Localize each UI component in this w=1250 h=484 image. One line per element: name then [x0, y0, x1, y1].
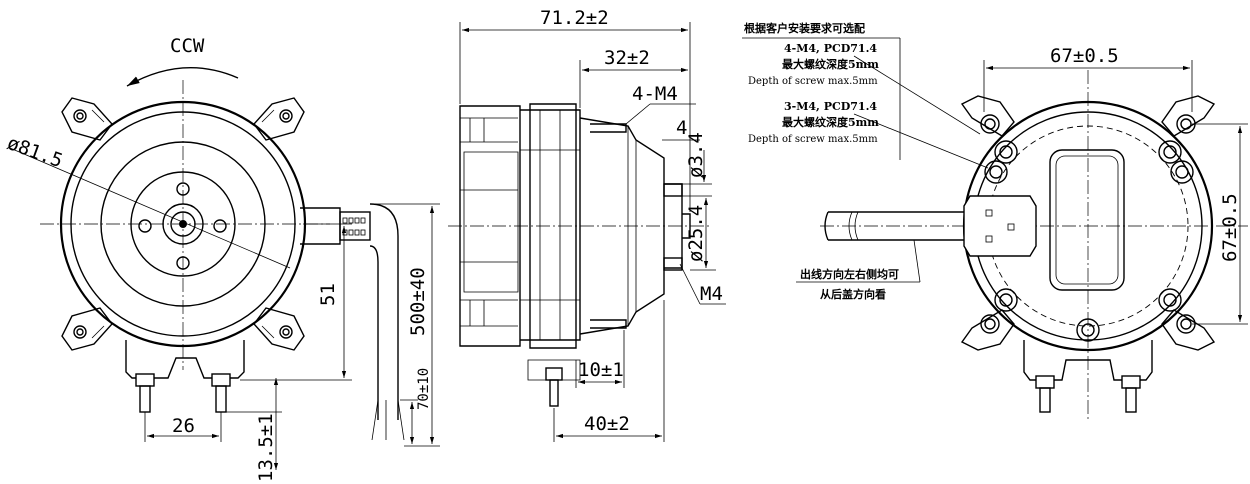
spec-b-cn: 最大螺纹深度5mm: [782, 115, 879, 129]
rear-terminals: [1023, 340, 1153, 413]
spec-a-en: Depth of screw max.5mm: [748, 76, 878, 87]
front-mounting-ears: [61, 97, 305, 351]
terminal-spacing-label: 26: [172, 415, 195, 437]
side-view: 71.2±2 32±2 4-M4 4 ø3.4 ø25.4 M4 10±1: [448, 7, 726, 442]
front-height-label: 51: [317, 283, 339, 306]
rear-view: 出线方向左右侧均可 从后盖方向看 67±0.5 67±0.5: [796, 45, 1248, 420]
label-plate: [1049, 149, 1125, 291]
mounting-notes: 根据客户安装要求可选配 4-M4, PCD71.4 最大螺纹深度5mm Dept…: [742, 21, 989, 169]
terminal-length-label: 13.5±1: [255, 413, 277, 482]
side-stator: [520, 103, 581, 381]
outlet-note-1: 出线方向左右侧均可: [800, 267, 899, 281]
spec-a-title: 4-M4, PCD71.4: [784, 42, 877, 55]
front-view: CCW ø81.5 51: [4, 35, 440, 482]
rear-connector: [824, 195, 1037, 257]
spec-b-en: Depth of screw max.5mm: [748, 134, 878, 145]
bracket-length-label: 40±2: [584, 413, 630, 435]
pin-length-label: 4: [676, 117, 687, 139]
terminal-offset-label: 10±1: [578, 359, 624, 381]
mount-length-label: 32±2: [604, 47, 650, 69]
side-rear-cover: [579, 117, 691, 335]
spec-b-title: 3-M4, PCD71.4: [784, 100, 877, 113]
rear-height-label: 67±0.5: [1219, 193, 1241, 262]
rotation-label: CCW: [170, 35, 205, 57]
option-note: 根据客户安装要求可选配: [744, 21, 865, 35]
boss-diameter-label: ø25.4: [685, 205, 707, 262]
spec-a-cn: 最大螺纹深度5mm: [782, 57, 879, 71]
cable-exit: [300, 203, 405, 441]
overall-length-label: 71.2±2: [540, 7, 609, 29]
shaft-diameter-label: ø3.4: [685, 132, 707, 178]
lead-length-label: 500±40: [407, 267, 429, 336]
strip-length-label: 70±10: [416, 368, 432, 410]
center-thread-label: M4: [700, 283, 723, 305]
outlet-note-2: 从后盖方向看: [820, 287, 886, 301]
front-diameter-label: ø81.5: [4, 132, 65, 172]
front-terminals: [125, 340, 245, 413]
rear-width-label: 67±0.5: [1050, 45, 1119, 67]
thread-label: 4-M4: [632, 83, 678, 105]
side-fan: [459, 105, 521, 347]
